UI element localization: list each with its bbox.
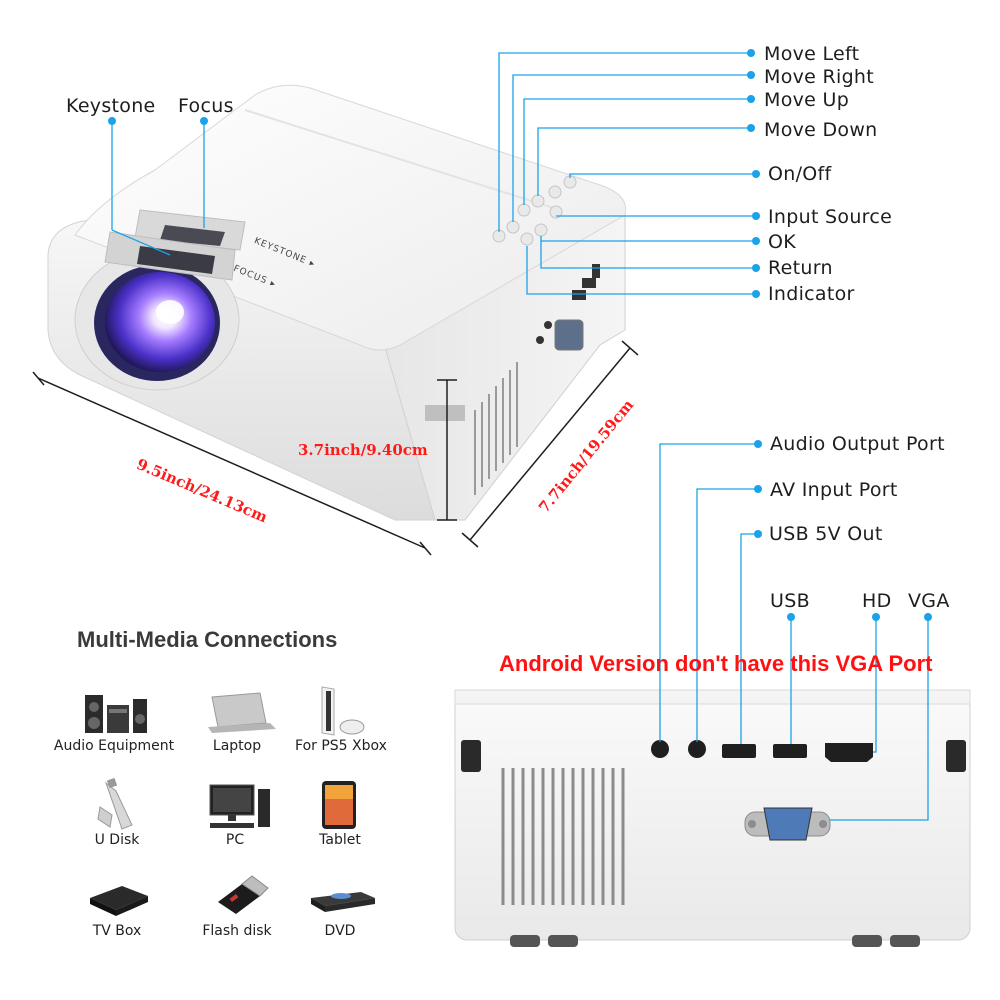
move-left-label: Move Left <box>764 43 860 65</box>
tablet-icon <box>322 781 356 829</box>
dvd-player-icon <box>311 892 375 912</box>
on-off-label: On/Off <box>768 163 832 185</box>
media-label: PC <box>225 832 245 848</box>
hd-label: HD <box>862 590 892 612</box>
media-label: Flash disk <box>202 923 272 939</box>
callout-dots <box>108 49 760 298</box>
media-item-dvd: DVD <box>275 868 405 939</box>
media-label: Laptop <box>212 738 262 754</box>
media-item-console: For PS5 Xbox <box>276 683 406 754</box>
projector-top-view <box>47 84 627 521</box>
multimedia-title: Multi-Media Connections <box>77 627 338 652</box>
move-down-label: Move Down <box>764 119 878 141</box>
usb-label: USB <box>770 590 810 612</box>
laptop-icon <box>208 692 276 733</box>
tv-box-icon <box>90 886 148 916</box>
flash-disk-icon <box>218 875 269 914</box>
media-item-tv-box: TV Box <box>52 868 182 939</box>
input-source-label: Input Source <box>768 206 893 228</box>
callout-lines <box>111 52 755 295</box>
media-item-pc: PC <box>170 777 300 848</box>
move-right-label: Move Right <box>764 66 875 88</box>
vga-warning-text: Android Version don't have this VGA Port <box>499 651 933 676</box>
av-input-port-label: AV Input Port <box>770 479 898 501</box>
media-item-laptop: Laptop <box>172 683 302 754</box>
console-icon <box>321 686 365 736</box>
audio-output-port-label: Audio Output Port <box>770 433 945 455</box>
indicator-label: Indicator <box>768 283 855 305</box>
usb-drive-icon <box>97 777 133 830</box>
media-item-u-disk: U Disk <box>52 777 182 848</box>
speaker-icon <box>85 695 147 733</box>
dimension-lines <box>32 340 639 556</box>
keystone-label: Keystone <box>66 95 156 117</box>
media-label: TV Box <box>92 923 142 939</box>
vga-label: VGA <box>908 590 950 612</box>
media-label: DVD <box>324 923 356 939</box>
media-label: Audio Equipment <box>53 738 175 754</box>
height-dimension: 3.7inch/9.40cm <box>298 441 428 459</box>
usb-5v-out-label: USB 5V Out <box>769 523 883 545</box>
media-label: For PS5 Xbox <box>295 738 387 754</box>
media-label: Tablet <box>319 832 361 848</box>
focus-label: Focus <box>178 95 234 117</box>
media-label: U Disk <box>94 832 140 848</box>
return-label: Return <box>768 257 833 279</box>
ok-label: OK <box>768 231 797 253</box>
desktop-pc-icon <box>209 784 270 828</box>
media-item-flash-disk: Flash disk <box>172 868 302 939</box>
move-up-label: Move Up <box>764 89 850 111</box>
projector-back-view <box>454 440 971 947</box>
media-item-tablet: Tablet <box>275 777 405 848</box>
media-item-audio-equipment: Audio Equipment <box>49 683 179 754</box>
